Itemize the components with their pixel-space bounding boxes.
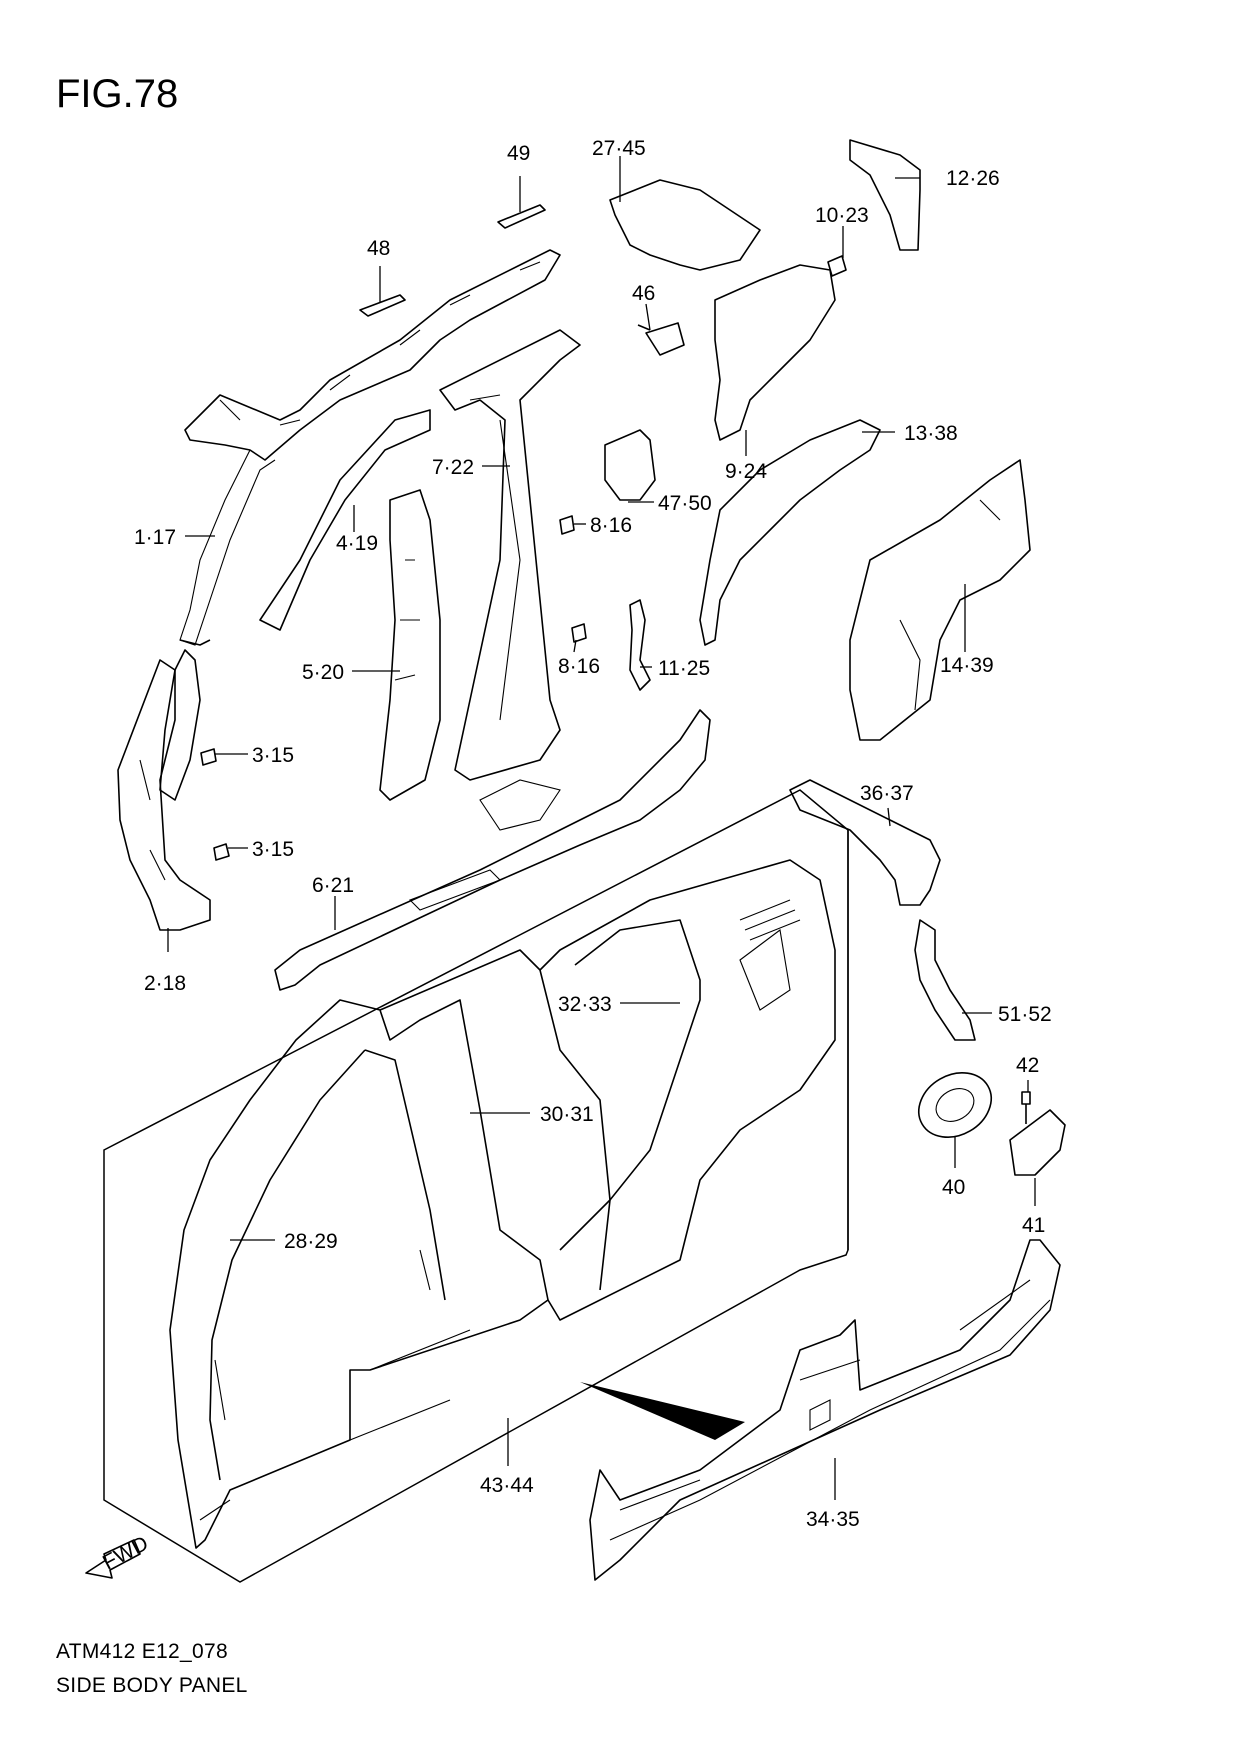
callout-40: 40 bbox=[942, 1176, 965, 1199]
outer-side-panel bbox=[169, 859, 836, 1549]
figure-code: ATM412 E12_078 bbox=[56, 1640, 228, 1663]
callout-10-23: 10·23 bbox=[815, 204, 869, 227]
part-48-clip bbox=[359, 294, 406, 317]
callout-42: 42 bbox=[1016, 1054, 1039, 1077]
callout-14-39: 14·39 bbox=[940, 654, 994, 677]
callout-1-17: 1·17 bbox=[134, 526, 176, 549]
callout-32-33: 32·33 bbox=[558, 993, 612, 1016]
side-sill bbox=[589, 1239, 1061, 1581]
part-4-19 bbox=[259, 409, 431, 631]
callout-30-31: 30·31 bbox=[540, 1103, 594, 1126]
callout-49: 49 bbox=[507, 142, 530, 165]
callout-34-35: 34·35 bbox=[806, 1508, 860, 1531]
part-8-16-b bbox=[571, 623, 587, 643]
callout-13-38: 13·38 bbox=[904, 422, 958, 445]
callout-5-20: 5·20 bbox=[302, 661, 344, 684]
callout-8-16-lower: 8·16 bbox=[558, 655, 600, 678]
callout-48: 48 bbox=[367, 237, 390, 260]
part-3-15-a bbox=[200, 748, 217, 766]
fwd-label: FWD bbox=[99, 1532, 152, 1575]
figure-name: SIDE BODY PANEL bbox=[56, 1674, 248, 1697]
part-40 bbox=[918, 1072, 992, 1138]
part-49-clip bbox=[497, 204, 546, 229]
callout-41: 41 bbox=[1022, 1214, 1045, 1237]
roof-side-rail bbox=[179, 249, 561, 646]
callout-8-16-upper: 8·16 bbox=[590, 514, 632, 537]
part-51-52 bbox=[914, 919, 976, 1041]
part-42 bbox=[1021, 1091, 1031, 1124]
part-36-37 bbox=[789, 779, 941, 906]
part-41 bbox=[1009, 1109, 1066, 1176]
figure-title: FIG.78 bbox=[56, 72, 179, 116]
part-46 bbox=[637, 322, 685, 356]
part-27-45 bbox=[609, 179, 761, 271]
callout-51-52: 51·52 bbox=[998, 1003, 1052, 1026]
part-2-18 bbox=[117, 659, 211, 931]
part-5-20 bbox=[379, 489, 441, 801]
callout-28-29: 28·29 bbox=[284, 1230, 338, 1253]
part-6-21 bbox=[274, 709, 711, 991]
callout-7-22: 7·22 bbox=[432, 456, 474, 479]
part-9-24 bbox=[714, 264, 836, 441]
callout-11-25: 11·25 bbox=[658, 657, 710, 680]
fwd-arrow: FWD bbox=[85, 1532, 152, 1579]
part-47-50 bbox=[604, 429, 656, 501]
callout-4-19: 4·19 bbox=[336, 532, 378, 555]
callout-36-37: 36·37 bbox=[860, 782, 914, 805]
callout-3-15-upper: 3·15 bbox=[252, 744, 294, 767]
part-7-22 bbox=[439, 329, 581, 781]
leader-lines bbox=[167, 156, 1036, 1500]
part-11-25 bbox=[629, 599, 651, 691]
callout-46: 46 bbox=[632, 282, 655, 305]
callout-27-45: 27·45 bbox=[592, 137, 646, 160]
direction-arrow bbox=[580, 1382, 745, 1440]
callout-6-21: 6·21 bbox=[312, 874, 354, 897]
callout-3-15-lower: 3·15 bbox=[252, 838, 294, 861]
part-8-16-a bbox=[559, 515, 575, 535]
part-1-17 bbox=[159, 649, 201, 801]
part-13-38 bbox=[699, 419, 881, 646]
part-14-39 bbox=[849, 459, 1031, 741]
callout-9-24: 9·24 bbox=[725, 460, 767, 483]
part-12-26 bbox=[849, 139, 921, 251]
callout-47-50: 47·50 bbox=[658, 492, 712, 515]
callout-2-18: 2·18 bbox=[144, 972, 186, 995]
callout-43-44: 43·44 bbox=[480, 1474, 534, 1497]
callout-12-26: 12·26 bbox=[946, 167, 1000, 190]
assembly-box bbox=[103, 789, 849, 1583]
callout-labels: 49 48 27·45 12·26 10·23 46 9·24 13·38 7·… bbox=[134, 137, 1052, 1531]
part-3-15-b bbox=[213, 843, 230, 861]
